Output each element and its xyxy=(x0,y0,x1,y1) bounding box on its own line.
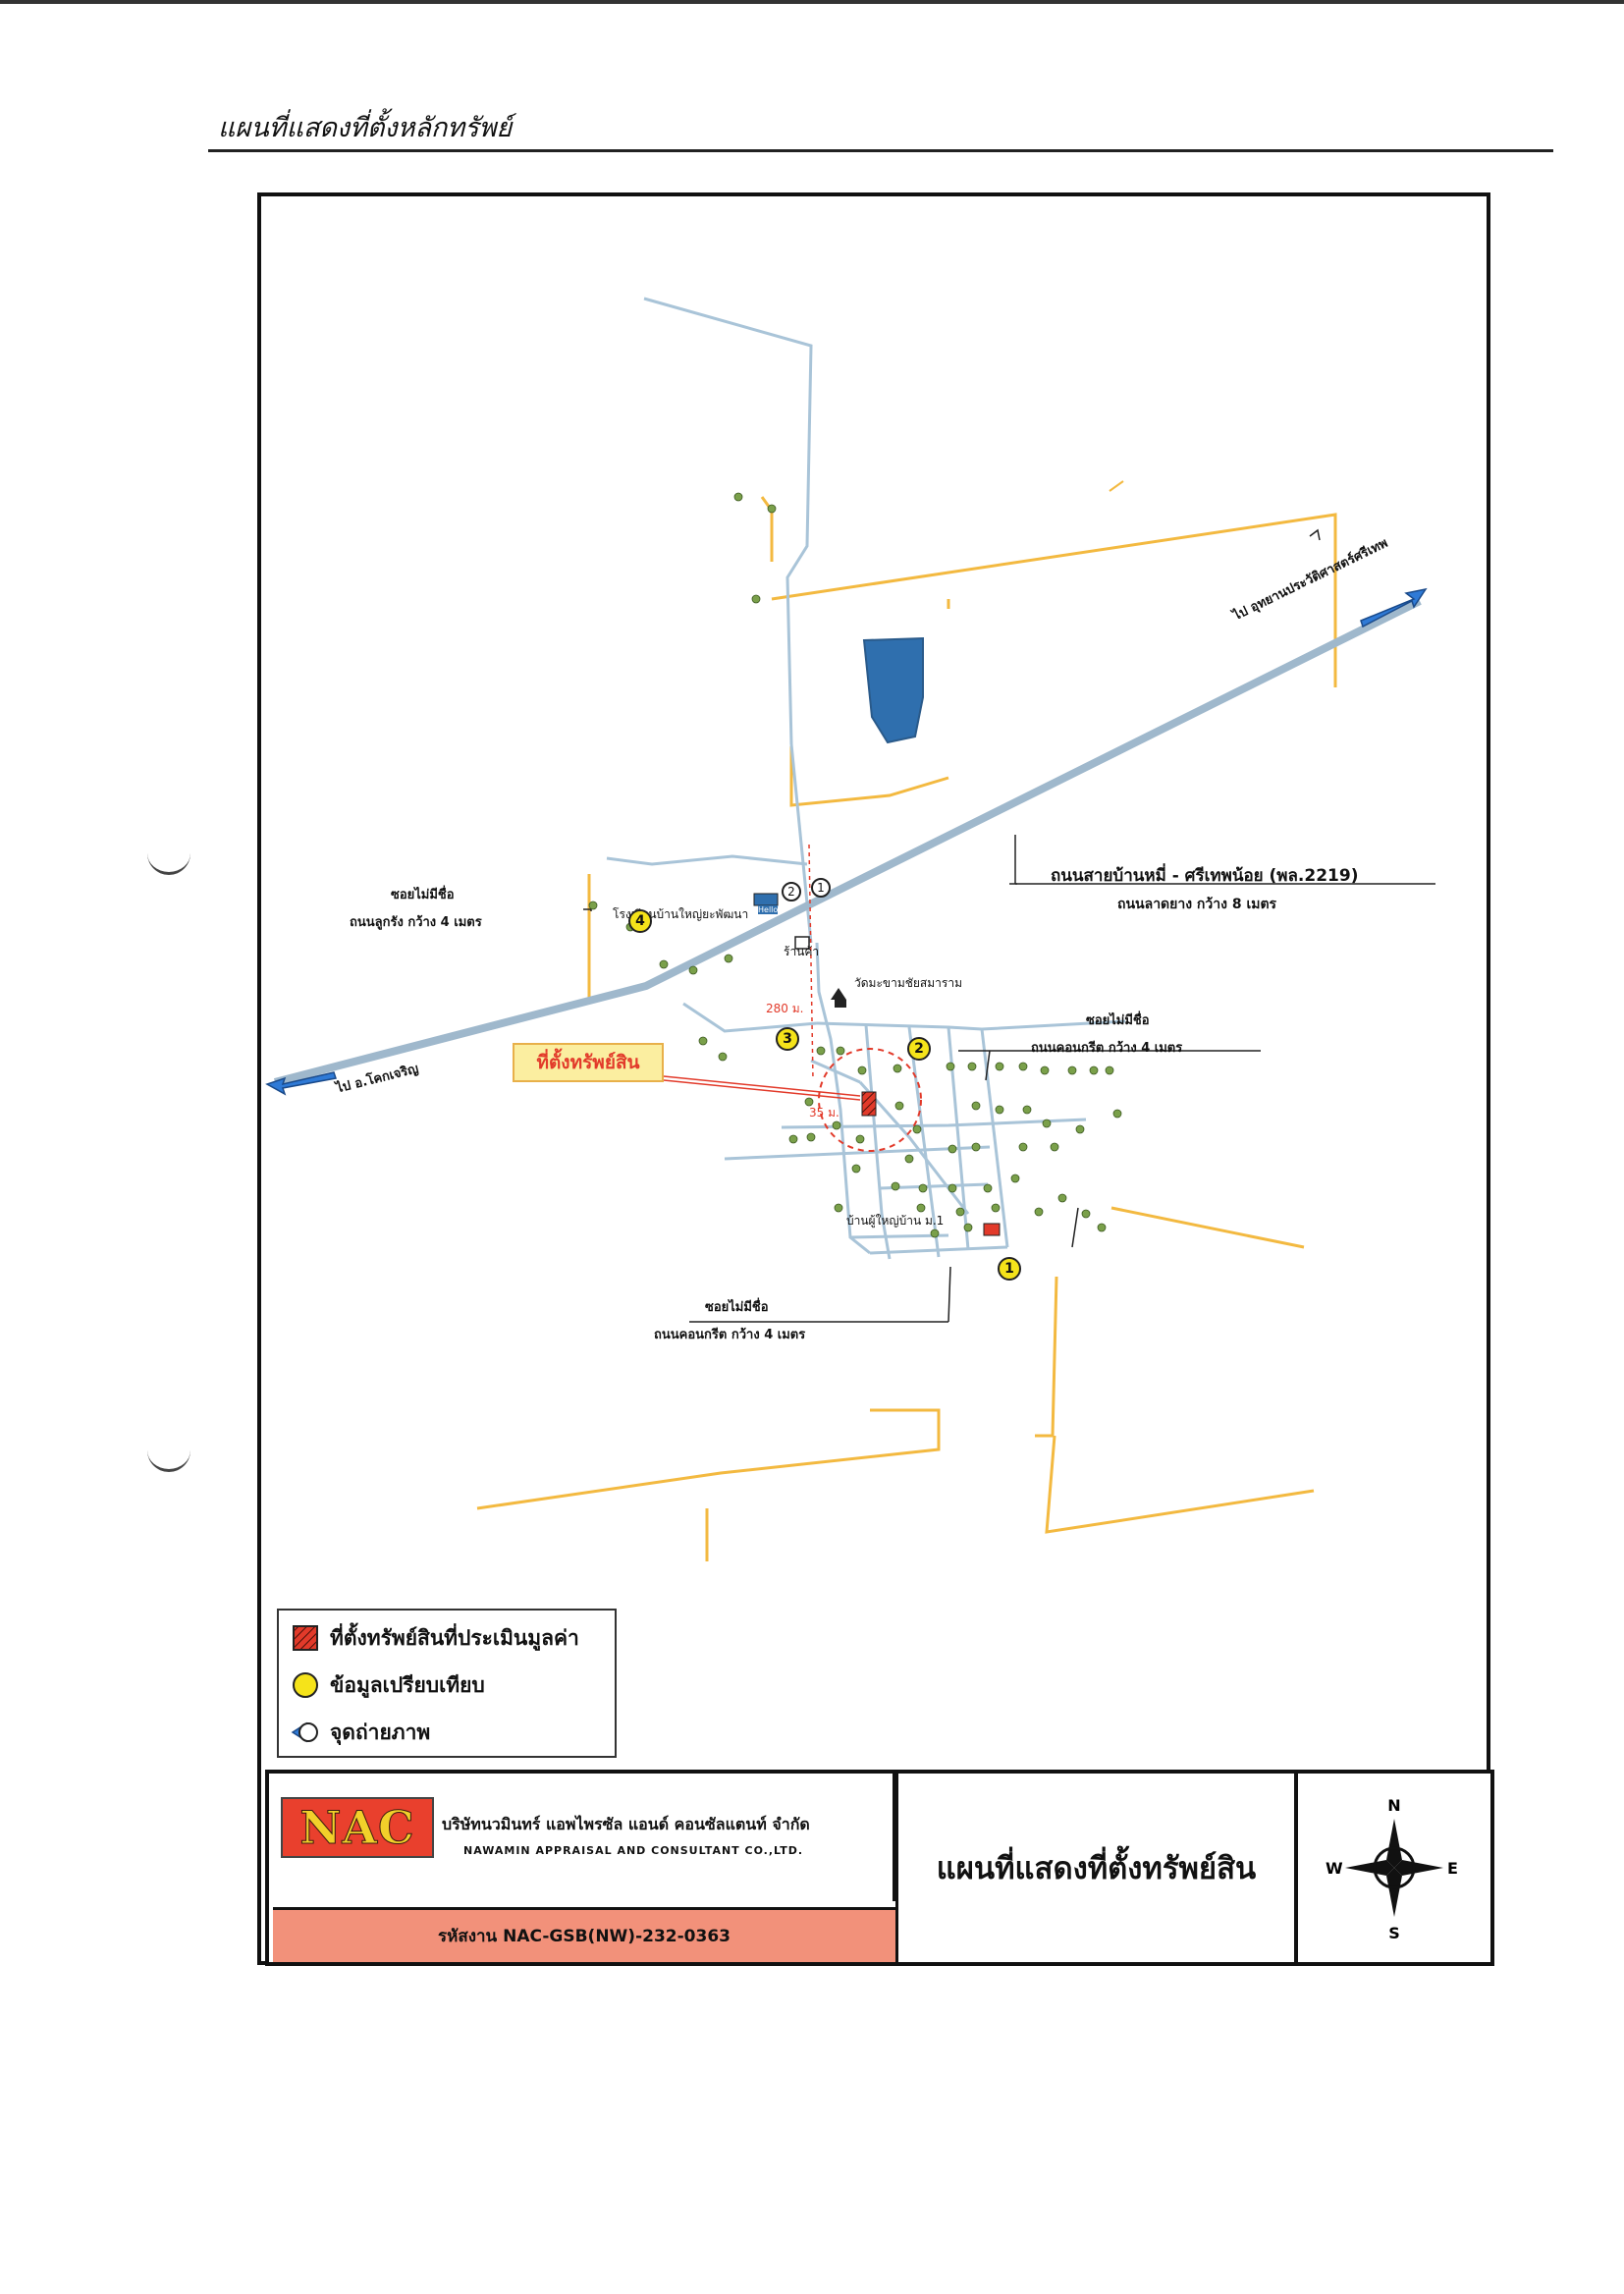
store-sign-label: Hello xyxy=(758,905,779,914)
legend-label: ข้อมูลเปรียบเทียบ xyxy=(330,1672,485,1697)
photo-point-2: 2 xyxy=(782,882,801,901)
compass-rose-icon: N S E W xyxy=(1298,1774,1490,1962)
compass-east-label: E xyxy=(1447,1859,1458,1878)
local-roads xyxy=(606,297,1126,1260)
map-title-cell: แผนที่แสดงที่ตั้งทรัพย์สิน xyxy=(895,1774,1298,1962)
arrow-west-icon xyxy=(265,1071,337,1096)
company-name-english: NAWAMIN APPRAISAL AND CONSULTANT CO.,LTD… xyxy=(463,1844,804,1857)
soi4-name-label: ซอยไม่มีชื่อ xyxy=(391,888,455,902)
comparable-2-marker: 2 xyxy=(907,1037,931,1061)
temple-icon xyxy=(831,988,846,1008)
temple-label: วัดมะขามชัยสมาราม xyxy=(854,976,962,990)
company-name-thai: บริษัทนวมินทร์ แอพไพรซัล แอนด์ คอนซัลแตน… xyxy=(442,1815,810,1833)
location-map xyxy=(265,297,1435,1561)
page-title: แผนที่แสดงที่ตั้งหลักทรัพย์ xyxy=(218,113,513,143)
nac-logo: NAC xyxy=(281,1797,434,1858)
asset-location-callout: ที่ตั้งทรัพย์สิน xyxy=(513,1043,664,1082)
punch-hole-mark xyxy=(147,852,190,875)
comparable-3-marker: 3 xyxy=(776,1027,799,1051)
site-marker xyxy=(861,1091,877,1117)
soi2-surface-label: ถนนคอนกรีต กว้าง 4 เมตร xyxy=(1031,1041,1183,1056)
compass-south-label: S xyxy=(1388,1924,1400,1942)
photo-point-1: 1 xyxy=(811,878,831,898)
yellow-circle-icon xyxy=(289,1668,322,1702)
map-legend: ที่ตั้งทรัพย์สินที่ประเมินมูลค่า ข้อมูลเ… xyxy=(277,1609,617,1758)
tree-icons xyxy=(588,492,1122,1238)
comparable-4-marker: 4 xyxy=(628,909,652,933)
job-code-cell: รหัสงาน NAC-GSB(NW)-232-0363 xyxy=(273,1907,895,1962)
distance-main-label: 280 ม. xyxy=(766,1002,804,1015)
headman-house-icon xyxy=(983,1223,1001,1236)
soi1-surface-label: ถนนคอนกรีต กว้าง 4 เมตร xyxy=(654,1328,806,1342)
main-road-surface-label: ถนนลาดยาง กว้าง 8 เมตร xyxy=(1117,897,1277,912)
legend-label: ที่ตั้งทรัพย์สินที่ประเมินมูลค่า xyxy=(330,1625,579,1650)
village-headman-label: บ้านผู้ใหญ่บ้าน ม.1 xyxy=(846,1214,945,1228)
shop-icon xyxy=(794,936,810,950)
compass-west-label: W xyxy=(1326,1859,1343,1878)
water-body xyxy=(862,636,924,744)
main-road xyxy=(273,597,1422,1086)
distance-soi-label: 35 ม. xyxy=(809,1106,839,1120)
soi2-name-label: ซอยไม่มีชื่อ xyxy=(1086,1013,1150,1028)
map-title: แผนที่แสดงที่ตั้งทรัพย์สิน xyxy=(936,1851,1257,1886)
distance-line xyxy=(808,844,814,1081)
arrow-east-icon xyxy=(1360,587,1428,628)
hatched-red-square-icon xyxy=(289,1621,322,1655)
job-code: รหัสงาน NAC-GSB(NW)-232-0363 xyxy=(438,1927,731,1946)
structure-icon xyxy=(1309,528,1321,541)
legend-item-site: ที่ตั้งทรัพย์สินที่ประเมินมูลค่า xyxy=(289,1618,579,1658)
title-block: NAC บริษัทนวมินทร์ แอพไพรซัล แอนด์ คอนซั… xyxy=(265,1770,1494,1966)
callout-pointer xyxy=(663,1075,861,1101)
compass-north-label: N xyxy=(1387,1796,1400,1815)
top-edge-rule xyxy=(0,0,1624,4)
comparable-1-marker: 1 xyxy=(998,1257,1021,1281)
store-icon xyxy=(753,893,779,906)
soi4-surface-label: ถนนลูกรัง กว้าง 4 เมตร xyxy=(350,915,482,930)
camera-point-icon xyxy=(289,1716,322,1749)
company-cell: NAC บริษัทนวมินทร์ แอพไพรซัล แอนด์ คอนซั… xyxy=(269,1774,895,1901)
heading-divider xyxy=(208,149,1553,152)
shop-label: ร้านค้า xyxy=(784,945,820,958)
main-road-name-label: ถนนสายบ้านหมี่ - ศรีเทพน้อย (พล.2219) xyxy=(1051,866,1359,886)
dirt-roads xyxy=(476,480,1337,1561)
site-radius-circle xyxy=(818,1048,922,1152)
legend-item-photo: จุดถ่ายภาพ xyxy=(289,1713,430,1752)
legend-item-comparable: ข้อมูลเปรียบเทียบ xyxy=(289,1666,485,1705)
legend-label: จุดถ่ายภาพ xyxy=(330,1720,431,1744)
punch-hole-mark xyxy=(147,1449,190,1472)
leader-lines xyxy=(583,835,1435,1323)
soi1-name-label: ซอยไม่มีชื่อ xyxy=(705,1300,769,1315)
